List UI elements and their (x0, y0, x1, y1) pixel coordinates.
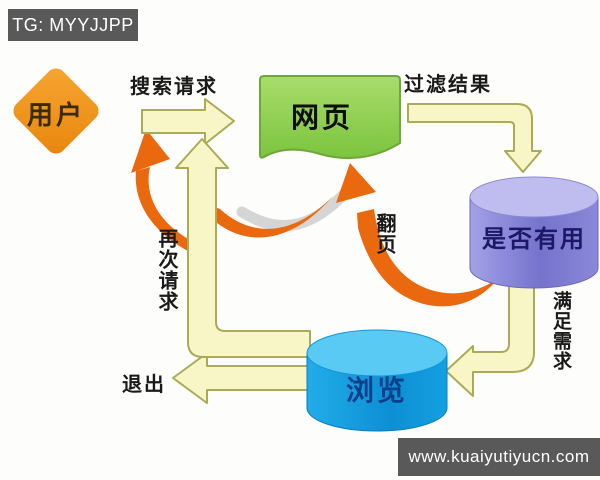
page-turn-arc-icon (357, 209, 500, 307)
webpage-node-label: 网页 (290, 102, 353, 133)
exit-label: 退出 (122, 374, 166, 396)
search-request-label: 搜索请求 (130, 76, 218, 98)
filter-results-label: 过滤结果 (404, 74, 492, 96)
website-badge: www.kuaiyutiyucn.com (398, 438, 600, 476)
return-to-user-arrowhead-icon (131, 129, 170, 173)
webpage-document-shape (259, 75, 401, 160)
satisfy-needs-arrow (445, 280, 535, 397)
useful-cylinder-top (469, 176, 599, 218)
useful-node-label: 是否有用 (482, 226, 586, 253)
browse-cylinder-top (306, 329, 448, 377)
satisfy-needs-label: 满足需求 (550, 291, 571, 371)
filter-results-arrow (407, 103, 542, 173)
page-turn-arrowhead-icon (336, 163, 376, 203)
page-turn-label: 翻页 (373, 213, 395, 255)
website-badge-text: www.kuaiyutiyucn.com (408, 447, 590, 466)
telegram-badge-text: TG: MYYJJPP (12, 14, 134, 35)
page-turn-tail-swoosh-icon (209, 196, 333, 238)
swoosh-shadow (236, 186, 352, 231)
useful-cylinder-body (469, 196, 599, 289)
user-node-label: 用户 (26, 100, 85, 130)
request-again-arrow (175, 138, 311, 358)
search-request-arrow (141, 98, 235, 145)
request-again-label: 再次请求 (155, 228, 177, 312)
browse-node-label: 浏览 (345, 375, 408, 406)
exit-arrow (172, 352, 313, 404)
telegram-badge: TG: MYYJJPP (8, 9, 138, 41)
user-diamond-shape (13, 68, 99, 154)
